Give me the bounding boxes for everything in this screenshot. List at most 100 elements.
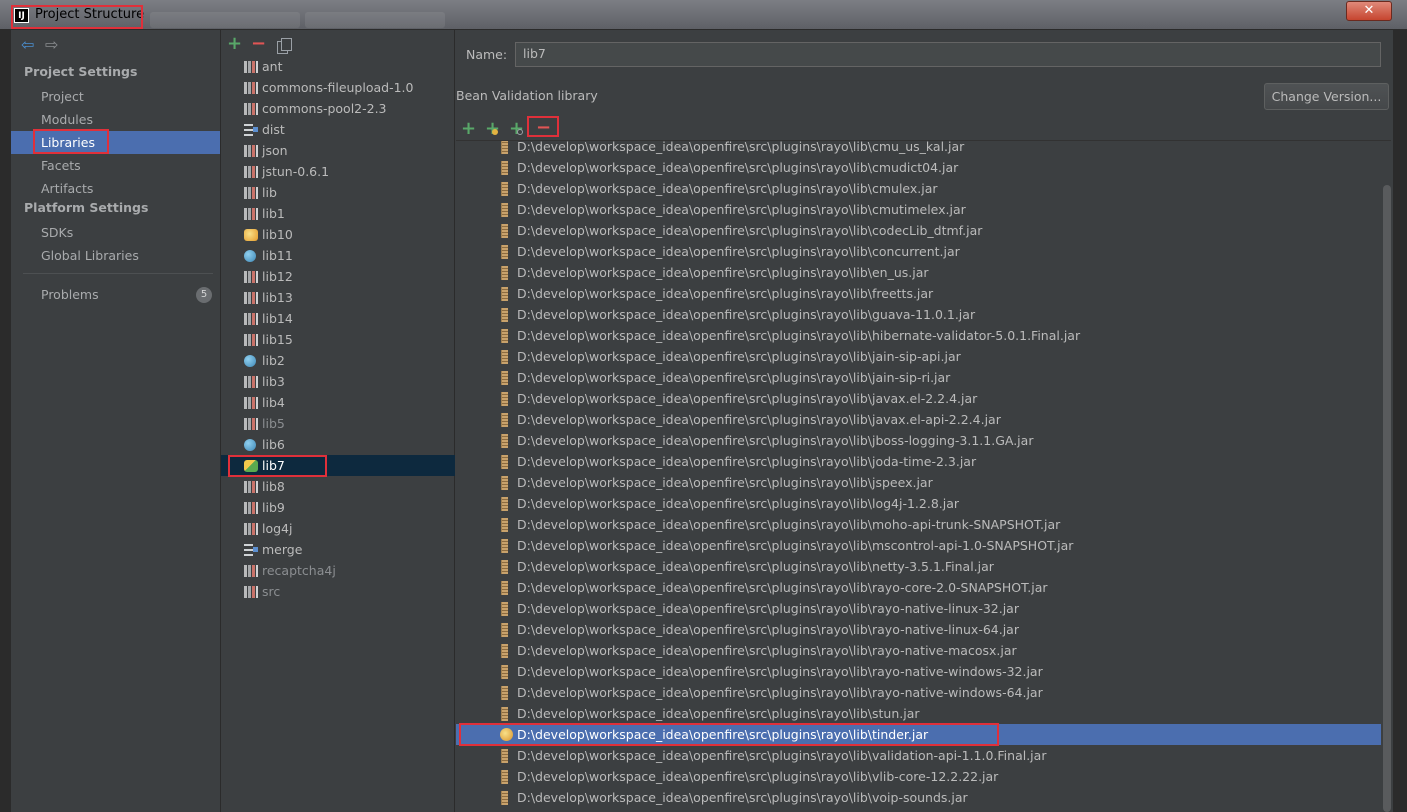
jar-file-icon [501, 371, 508, 385]
library-name: merge [262, 542, 303, 557]
nav-item-artifacts[interactable]: Artifacts [11, 177, 220, 200]
library-root-item[interactable]: D:\develop\workspace_idea\openfire\src\p… [456, 367, 1381, 388]
library-item[interactable]: lib9 [221, 497, 455, 518]
library-root-item[interactable]: D:\develop\workspace_idea\openfire\src\p… [456, 283, 1381, 304]
library-root-item[interactable]: D:\develop\workspace_idea\openfire\src\p… [456, 723, 1381, 746]
library-root-item[interactable]: D:\develop\workspace_idea\openfire\src\p… [456, 535, 1381, 556]
library-name: json [262, 143, 288, 158]
library-root-path: D:\develop\workspace_idea\openfire\src\p… [517, 769, 999, 784]
library-item[interactable]: lib14 [221, 308, 455, 329]
library-name-input[interactable]: lib7 [515, 42, 1381, 67]
library-root-item[interactable]: D:\develop\workspace_idea\openfire\src\p… [456, 157, 1381, 178]
library-root-item[interactable]: D:\develop\workspace_idea\openfire\src\p… [456, 304, 1381, 325]
library-root-item[interactable]: D:\develop\workspace_idea\openfire\src\p… [456, 556, 1381, 577]
nav-item-sdks[interactable]: SDKs [11, 221, 220, 244]
library-item[interactable]: jstun-0.6.1 [221, 161, 455, 182]
library-item[interactable]: dist [221, 119, 455, 140]
library-root-item[interactable]: D:\develop\workspace_idea\openfire\src\p… [456, 141, 1381, 157]
library-root-item[interactable]: D:\develop\workspace_idea\openfire\src\p… [456, 241, 1381, 262]
library-books-icon [244, 586, 258, 598]
jar-file-icon [500, 728, 513, 741]
library-root-item[interactable]: D:\develop\workspace_idea\openfire\src\p… [456, 409, 1381, 430]
library-books-icon [244, 481, 258, 493]
library-dist-icon [244, 124, 258, 136]
library-item[interactable]: lib [221, 182, 455, 203]
library-root-item[interactable]: D:\develop\workspace_idea\openfire\src\p… [456, 472, 1381, 493]
arrow-right-icon[interactable]: ⇨ [45, 35, 59, 54]
library-item[interactable]: lib4 [221, 392, 455, 413]
library-item[interactable]: recaptcha4j [221, 560, 455, 581]
nav-item-label: Project [41, 89, 84, 104]
library-books-icon [244, 82, 258, 94]
nav-item-modules[interactable]: Modules [11, 108, 220, 131]
library-root-item[interactable]: D:\develop\workspace_idea\openfire\src\p… [456, 493, 1381, 514]
nav-item-label: Problems [41, 287, 99, 302]
library-item[interactable]: lib15 [221, 329, 455, 350]
library-root-item[interactable]: D:\develop\workspace_idea\openfire\src\p… [456, 220, 1381, 241]
library-root-path: D:\develop\workspace_idea\openfire\src\p… [517, 141, 965, 154]
library-root-item[interactable]: D:\develop\workspace_idea\openfire\src\p… [456, 598, 1381, 619]
library-root-item[interactable]: D:\develop\workspace_idea\openfire\src\p… [456, 430, 1381, 451]
roots-scrollbar[interactable] [1383, 185, 1391, 812]
library-item[interactable]: ant [221, 56, 455, 77]
library-root-item[interactable]: D:\develop\workspace_idea\openfire\src\p… [456, 178, 1381, 199]
change-version-button[interactable]: Change Version... [1264, 83, 1389, 110]
library-item[interactable]: lib12 [221, 266, 455, 287]
remove-root-button[interactable]: − [536, 117, 552, 138]
library-name: lib [262, 185, 277, 200]
library-item[interactable]: lib8 [221, 476, 455, 497]
library-item[interactable]: lib1 [221, 203, 455, 224]
library-item[interactable]: src [221, 581, 455, 602]
library-root-item[interactable]: D:\develop\workspace_idea\openfire\src\p… [456, 388, 1381, 409]
nav-item-global-libraries[interactable]: Global Libraries [11, 244, 220, 267]
library-root-item[interactable]: D:\develop\workspace_idea\openfire\src\p… [456, 745, 1381, 766]
library-item[interactable]: lib10 [221, 224, 455, 245]
library-item[interactable]: commons-fileupload-1.0 [221, 77, 455, 98]
library-item[interactable]: log4j [221, 518, 455, 539]
library-root-item[interactable]: D:\develop\workspace_idea\openfire\src\p… [456, 325, 1381, 346]
arrow-left-icon[interactable]: ⇦ [21, 35, 35, 54]
library-roots-list: D:\develop\workspace_idea\openfire\src\p… [456, 141, 1381, 812]
library-name: lib2 [262, 353, 285, 368]
nav-item-problems[interactable]: Problems 5 [11, 283, 220, 306]
jar-file-icon [501, 749, 508, 763]
library-root-item[interactable]: D:\develop\workspace_idea\openfire\src\p… [456, 346, 1381, 367]
library-root-item[interactable]: D:\develop\workspace_idea\openfire\src\p… [456, 619, 1381, 640]
library-root-item[interactable]: D:\develop\workspace_idea\openfire\src\p… [456, 262, 1381, 283]
library-root-path: D:\develop\workspace_idea\openfire\src\p… [517, 538, 1074, 553]
library-item[interactable]: lib13 [221, 287, 455, 308]
add-library-button[interactable]: + [227, 33, 243, 54]
library-item[interactable]: lib3 [221, 371, 455, 392]
library-item[interactable]: lib7 [221, 455, 455, 477]
nav-item-facets[interactable]: Facets [11, 154, 220, 177]
library-item[interactable]: commons-pool2-2.3 [221, 98, 455, 119]
library-root-item[interactable]: D:\develop\workspace_idea\openfire\src\p… [456, 703, 1381, 724]
library-root-item[interactable]: D:\develop\workspace_idea\openfire\src\p… [456, 661, 1381, 682]
remove-library-button[interactable]: − [251, 33, 267, 54]
library-root-path: D:\develop\workspace_idea\openfire\src\p… [517, 496, 960, 511]
add-root-button[interactable]: + [461, 118, 477, 139]
library-root-item[interactable]: D:\develop\workspace_idea\openfire\src\p… [456, 766, 1381, 787]
jar-file-icon [501, 141, 508, 154]
close-button[interactable]: ✕ [1346, 1, 1392, 21]
library-name: ant [262, 59, 283, 74]
library-root-item[interactable]: D:\develop\workspace_idea\openfire\src\p… [456, 199, 1381, 220]
library-root-item[interactable]: D:\develop\workspace_idea\openfire\src\p… [456, 514, 1381, 535]
library-root-item[interactable]: D:\develop\workspace_idea\openfire\src\p… [456, 451, 1381, 472]
library-item[interactable]: json [221, 140, 455, 161]
library-root-item[interactable]: D:\develop\workspace_idea\openfire\src\p… [456, 682, 1381, 703]
copy-library-icon[interactable] [277, 38, 292, 54]
nav-item-project[interactable]: Project [11, 85, 220, 108]
library-item[interactable]: merge [221, 539, 455, 560]
library-name: lib13 [262, 290, 293, 305]
library-item[interactable]: lib6 [221, 434, 455, 455]
nav-item-libraries[interactable]: Libraries [11, 129, 220, 154]
library-root-item[interactable]: D:\develop\workspace_idea\openfire\src\p… [456, 787, 1381, 808]
library-root-item[interactable]: D:\develop\workspace_idea\openfire\src\p… [456, 640, 1381, 661]
library-name: lib12 [262, 269, 293, 284]
library-item[interactable]: lib5 [221, 413, 455, 434]
library-item[interactable]: lib11 [221, 245, 455, 266]
background-tab [150, 12, 300, 28]
library-root-item[interactable]: D:\develop\workspace_idea\openfire\src\p… [456, 577, 1381, 598]
library-item[interactable]: lib2 [221, 350, 455, 371]
